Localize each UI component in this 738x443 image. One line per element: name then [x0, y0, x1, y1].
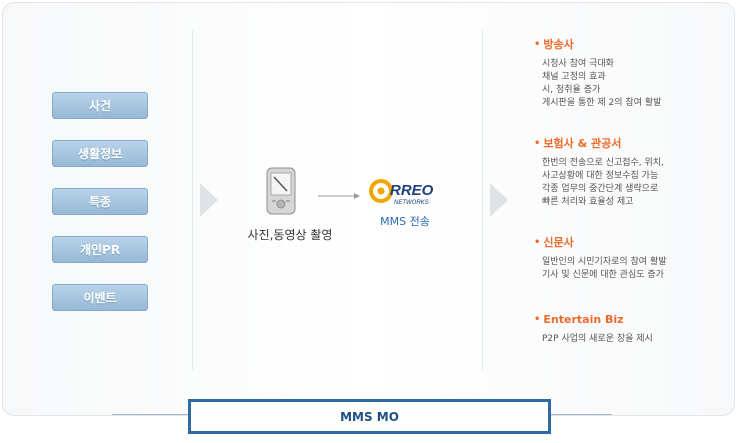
sector-line: 시, 청취율 증가 [542, 85, 601, 95]
mms-send-label: MMS 전송 [380, 215, 430, 228]
mms-mo-label: MMS MO [188, 399, 551, 434]
bullet-icon: • [534, 314, 541, 325]
sector-line: 빠른 처리와 효율성 제고 [542, 197, 634, 207]
category-button-life-info[interactable]: 생활정보 [52, 140, 148, 167]
sector-line: 한번의 전송으로 신고접수, 위치, [542, 158, 664, 168]
category-button-personal-pr[interactable]: 개인PR [52, 236, 148, 263]
sector-newspaper: •신문사 일반인의 시민기자로의 참여 활발 기사 및 신문에 대한 관심도 증… [534, 236, 724, 282]
sector-line: 채널 고정의 효과 [542, 72, 606, 82]
capture-label: 사진,동영상 촬영 [247, 228, 333, 242]
bullet-icon: • [534, 237, 541, 248]
arrow-right-icon [318, 193, 360, 199]
sector-line: 게시판을 통한 제 2의 참여 활발 [542, 98, 662, 108]
sector-line: 시청사 참여 극대화 [542, 59, 614, 69]
sector-line: 일반인의 시민기자로의 참여 활발 [542, 257, 667, 267]
sector-line: 각종 업무의 중간단계 생략으로 [542, 184, 659, 194]
svg-text:NETWORKS: NETWORKS [394, 200, 429, 206]
chevron-right-icon [200, 183, 218, 217]
sector-title: 방송사 [543, 38, 574, 51]
category-button-scoop[interactable]: 특종 [52, 188, 148, 215]
sector-insurance-government: •보험사 & 관공서 한번의 전송으로 신고접수, 위치, 사고상황에 대한 정… [534, 137, 724, 209]
sector-broadcasting: •방송사 시청사 참여 극대화 채널 고정의 효과 시, 청취율 증가 게시판을… [534, 38, 724, 110]
sector-entertainment: •Entertain Biz P2P 사업의 새로운 장을 제시 [534, 313, 724, 346]
sector-line: 기사 및 신문에 대한 관심도 증가 [542, 270, 664, 280]
rreo-networks-logo: RREO NETWORKS [369, 179, 434, 206]
bullet-icon: • [534, 138, 541, 149]
chevron-right-icon [490, 183, 508, 217]
bullet-icon: • [534, 39, 541, 50]
right-divider [482, 30, 483, 370]
sector-title: Entertain Biz [543, 313, 624, 326]
mobile-phone-icon [266, 167, 296, 215]
left-divider [192, 30, 193, 370]
sector-title: 신문사 [543, 236, 574, 249]
sector-title: 보험사 & 관공서 [543, 137, 622, 150]
category-button-event[interactable]: 이벤트 [52, 284, 148, 311]
sector-line: 사고상황에 대한 정보수집 가능 [542, 171, 659, 181]
svg-text:RREO: RREO [390, 182, 434, 199]
category-button-incident[interactable]: 사건 [52, 92, 148, 119]
sector-line: P2P 사업의 새로운 장을 제시 [542, 334, 653, 344]
